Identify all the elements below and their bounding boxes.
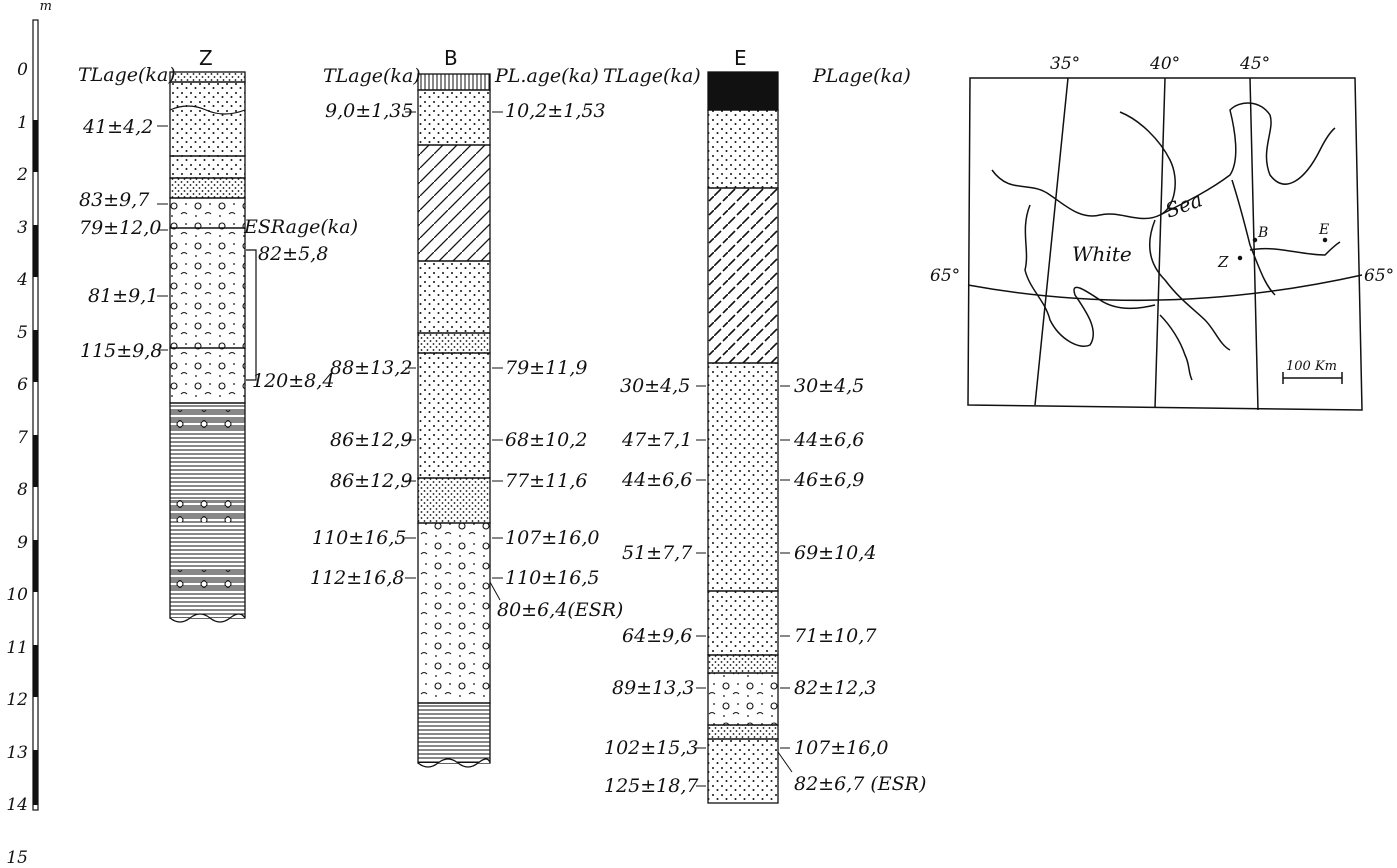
column-b [405, 73, 503, 768]
column-z-tl-age: 115±9,8 [80, 340, 163, 362]
scale-tick-label: 4 [17, 270, 28, 290]
scale-tick-label: 10 [6, 585, 28, 605]
scale-tick-label: 9 [17, 532, 28, 553]
column-e-tl-age: 47±7,1 [622, 429, 693, 451]
column-e-tl-age: 51±7,7 [622, 542, 693, 564]
depth-scale-bar [32, 19, 39, 811]
scale-tick-label: 7 [17, 427, 28, 448]
column-e-tl-age: 102±15,3 [604, 737, 699, 759]
column-e-tl-age: 30±4,5 [620, 375, 691, 397]
map-longitude-35: 35° [1050, 54, 1081, 74]
scale-tick-label: 12 [6, 690, 28, 710]
column-e-tl-label: TLage(ka) [603, 65, 701, 87]
column-e-tl-age: 44±6,6 [622, 469, 693, 491]
column-e-tl-age: 89±13,3 [612, 677, 695, 699]
column-e-pl-age: 69±10,4 [794, 542, 877, 564]
column-z-header: Z [199, 46, 213, 70]
column-e-header: E [734, 46, 747, 70]
column-e-pl-age: 46±6,9 [794, 469, 865, 491]
column-b-pl-age: 68±10,2 [505, 429, 588, 451]
scale-tick-label: 5 [17, 322, 28, 343]
column-b-header: B [444, 46, 458, 70]
column-z [157, 71, 257, 623]
column-e-pl-age: 82±6,7 (ESR) [794, 773, 927, 795]
scale-tick-label: 3 [17, 217, 28, 238]
column-e-pl-age: 82±12,3 [794, 677, 877, 699]
map-site-z: Z [1218, 253, 1229, 271]
scale-tick-label: 13 [6, 742, 28, 763]
column-z-tl-age: 41±4,2 [83, 116, 154, 138]
column-b-tl-age: 112±16,8 [310, 567, 405, 589]
column-z-tl-age: 83±9,7 [79, 189, 150, 211]
column-b-tl-age: 88±13,2 [330, 357, 413, 379]
column-z-tl-age: 81±9,1 [88, 285, 159, 307]
scale-tick-label: 14 [6, 795, 28, 815]
map-scale-bar-label: 100 Km [1286, 359, 1337, 374]
column-e-tl-age: 125±18,7 [604, 775, 699, 797]
map-site-e: E [1319, 222, 1330, 238]
scale-tick-label: 6 [17, 375, 28, 395]
column-b-tl-age: 9,0±1,35 [325, 100, 414, 122]
column-z-esr-age: 82±5,8 [258, 243, 329, 265]
column-z-esr-age: 120±8,4 [252, 370, 335, 392]
map-latitude-left: 65° [930, 266, 961, 286]
column-b-pl-age: 79±11,9 [505, 357, 588, 379]
map-longitude-40: 40° [1150, 54, 1181, 74]
column-z-tl-age: 79±12,0 [79, 217, 162, 239]
column-b-pl-age: 110±16,5 [505, 567, 600, 589]
column-b-pl-age: 107±16,0 [505, 527, 600, 549]
column-b-pl-age: 10,2±1,53 [505, 100, 606, 122]
column-b-pl-age: 77±11,6 [505, 470, 588, 492]
map-site-b: B [1258, 225, 1269, 241]
column-e-pl-age: 71±10,7 [794, 625, 877, 647]
column-e-pl-age: 30±4,5 [794, 375, 865, 397]
column-b-tl-label: TLage(ka) [323, 65, 421, 87]
column-b-tl-age: 110±16,5 [312, 527, 407, 549]
map-latitude-right: 65° [1364, 266, 1395, 286]
map-longitude-45: 45° [1240, 54, 1271, 74]
scale-tick-label: 2 [17, 165, 28, 185]
column-b-pl-label: PL.age(ka) [495, 65, 599, 87]
column-z-tl-label: TLage(ka) [78, 64, 176, 86]
column-e-pl-label: PLage(ka) [813, 65, 911, 87]
column-b-pl-age: 80±6,4(ESR) [497, 599, 624, 621]
column-e-pl-age: 107±16,0 [794, 737, 889, 759]
column-e-pl-age: 44±6,6 [794, 429, 865, 451]
column-b-tl-age: 86±12,9 [330, 429, 413, 451]
scale-tick-label: 0 [17, 60, 28, 80]
column-e [696, 71, 793, 804]
column-z-esr-label: ESRage(ka) [244, 216, 359, 238]
column-e-tl-age: 64±9,6 [622, 625, 693, 647]
diagram-canvas [32, 19, 1363, 811]
column-b-tl-age: 86±12,9 [330, 470, 413, 492]
scale-tick-label: 8 [17, 480, 28, 500]
map-sea-label-white: White [1072, 242, 1132, 266]
scale-unit: m [39, 0, 52, 14]
scale-tick-label: 1 [17, 112, 28, 133]
scale-tick-label: 11 [6, 637, 28, 658]
location-map [967, 77, 1363, 411]
scale-tick-label: 15 [6, 847, 28, 868]
